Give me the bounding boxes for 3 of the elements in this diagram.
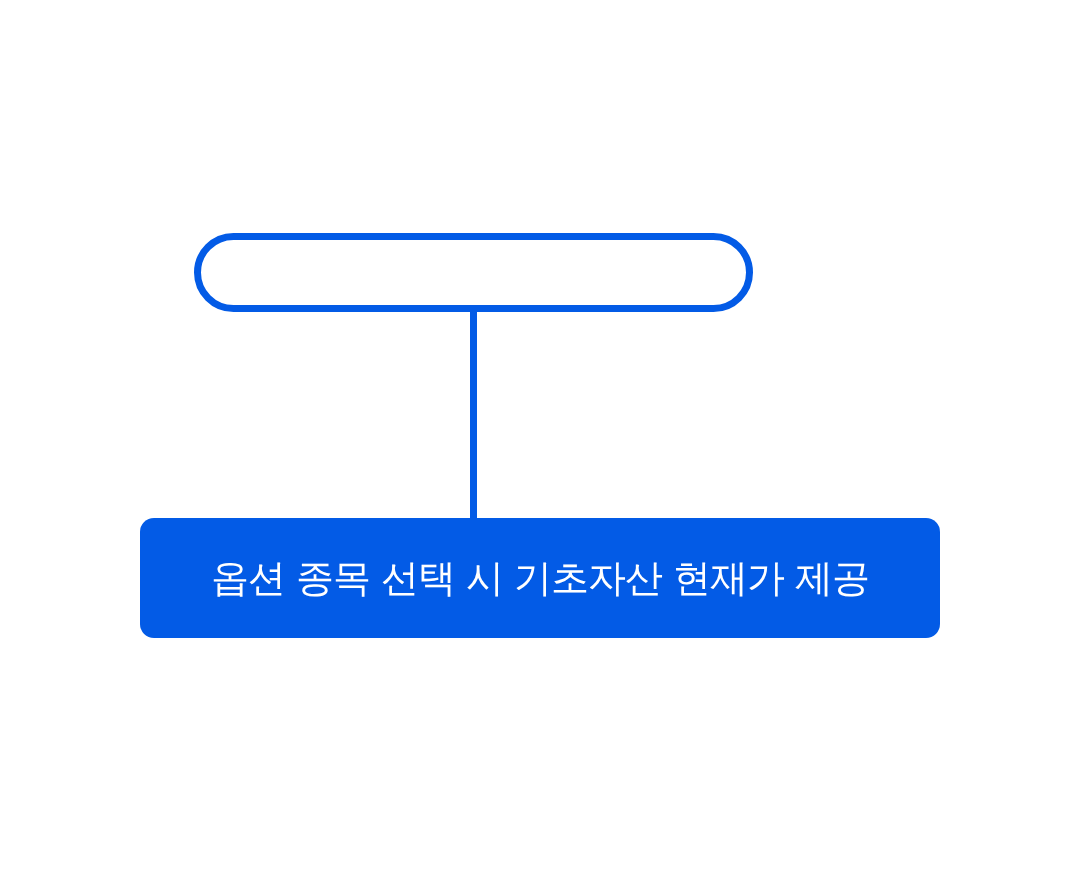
text-box bbox=[140, 518, 940, 638]
box-label: 옵션 종목 선택 시 기초자산 현재가 제공 bbox=[210, 554, 870, 602]
connector-line bbox=[470, 312, 477, 518]
